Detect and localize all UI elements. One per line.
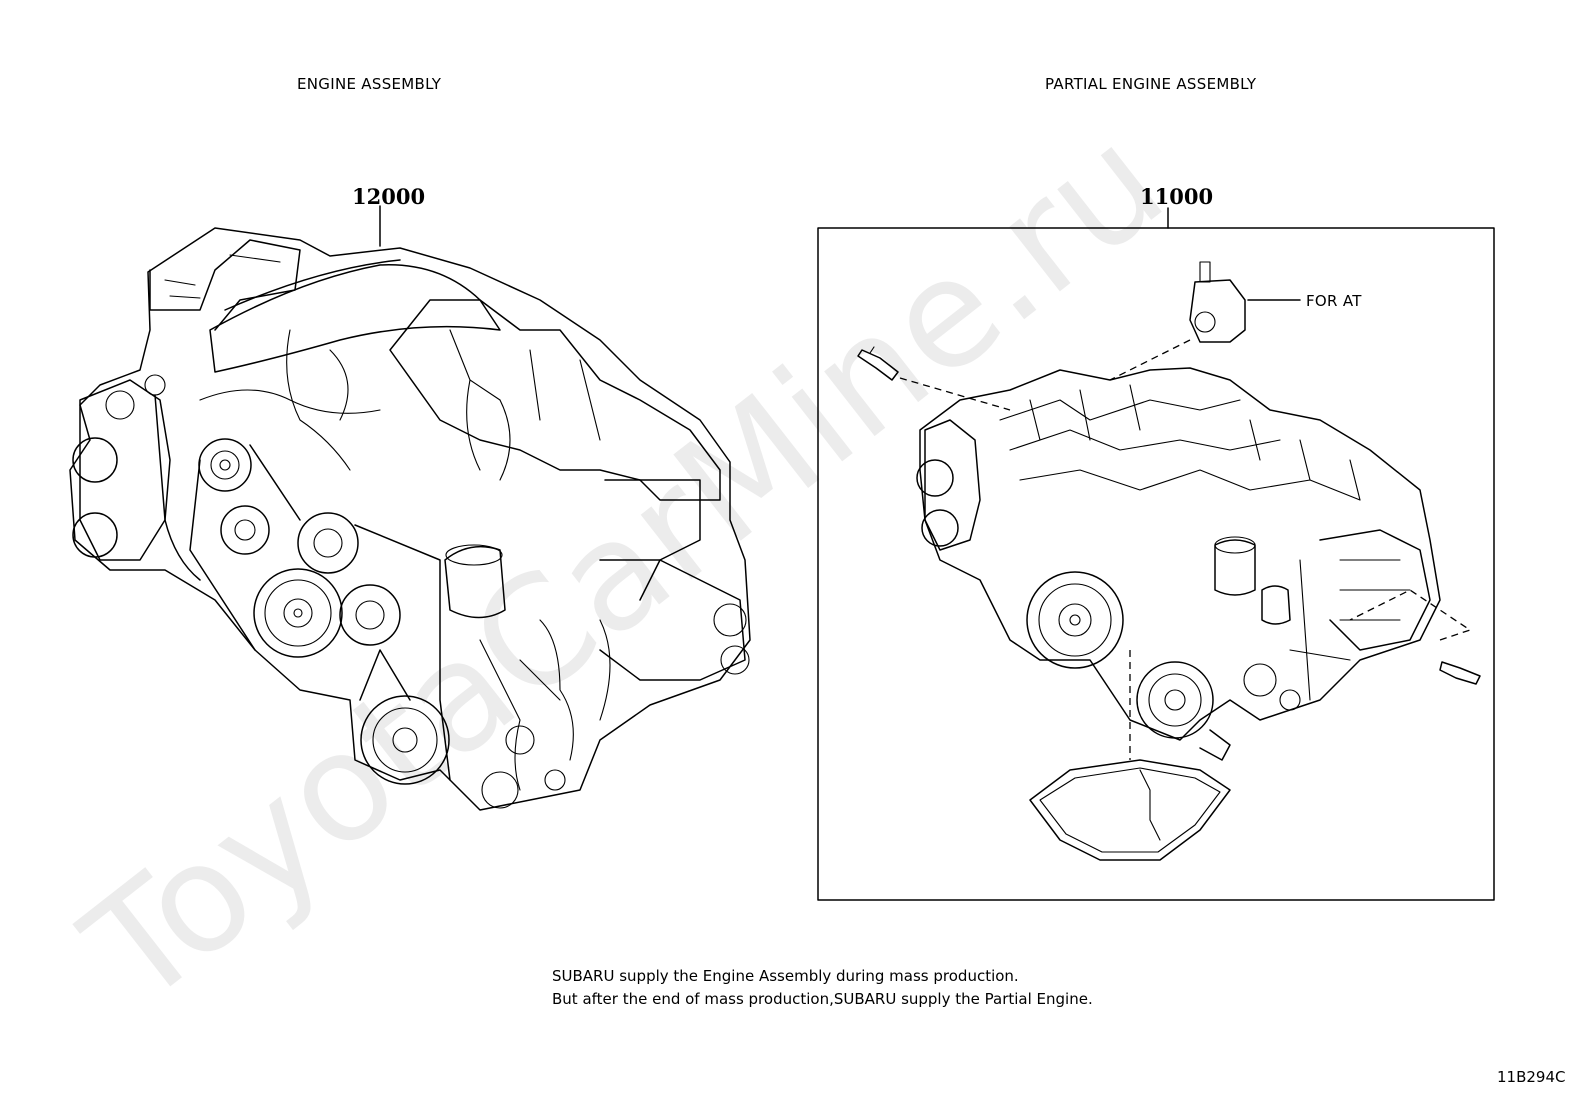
partial-engine-assembly-title: PARTIAL ENGINE ASSEMBLY: [1045, 75, 1257, 93]
for-at-callout: FOR AT: [1306, 292, 1362, 310]
engine-assembly-part-number[interactable]: 12000: [352, 184, 426, 209]
supply-note-line-2: But after the end of mass production,SUB…: [552, 990, 1093, 1008]
supply-note: SUBARU supply the Engine Assembly during…: [552, 965, 1093, 1011]
figure-code: 11B294C: [1497, 1068, 1566, 1086]
supply-note-line-1: SUBARU supply the Engine Assembly during…: [552, 967, 1019, 985]
partial-assembly-frame: [817, 227, 1495, 901]
engine-assembly-title: ENGINE ASSEMBLY: [297, 75, 442, 93]
engine-assembly-drawing: [69, 205, 751, 811]
partial-engine-drawing: [857, 261, 1481, 861]
partial-engine-part-number[interactable]: 11000: [1140, 184, 1214, 209]
watermark: ToyotaCarMine.ru: [54, 94, 1195, 1038]
